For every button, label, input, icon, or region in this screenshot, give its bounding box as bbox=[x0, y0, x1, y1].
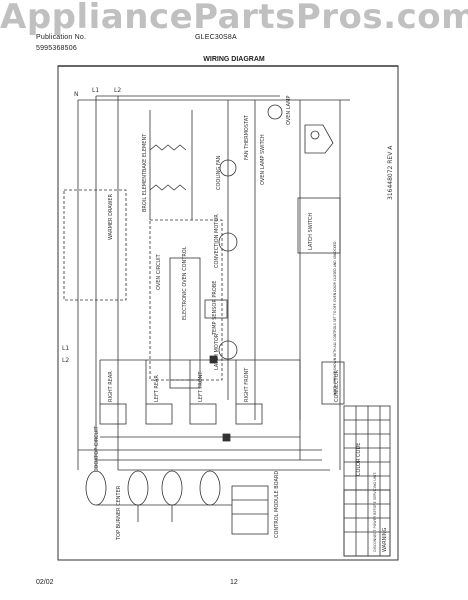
label-oven-circuit: OVEN CIRCUIT bbox=[156, 253, 162, 290]
burner-right-rear bbox=[161, 470, 183, 506]
latch-switch-box bbox=[297, 197, 341, 254]
label-top-burner-center: TOP BURNER CENTER bbox=[116, 485, 122, 541]
terminal-left-l2: L2 bbox=[62, 357, 69, 364]
label-disconnect: DISCONNECT POWER BEFORE SERVICING UNIT. bbox=[373, 472, 377, 552]
label-note: NOTE: CIRCUIT SHOWN WITH ALL CONTROLS SE… bbox=[333, 241, 337, 395]
switch-right-front bbox=[235, 403, 263, 425]
terminal-l1: L1 bbox=[92, 87, 99, 94]
label-connector: CONNECTOR bbox=[334, 369, 340, 402]
terminal-l2: L2 bbox=[114, 87, 121, 94]
terminal-n: N bbox=[74, 91, 79, 98]
switch-left-front bbox=[189, 403, 217, 425]
label-latch-motor: LATCH MOTOR bbox=[214, 333, 220, 370]
label-fan-thermostat: FAN THERMOSTAT bbox=[244, 114, 250, 160]
label-electronic-oven-control: ELECTRONIC OVEN CONTROL bbox=[182, 246, 188, 320]
label-left-front: LEFT FRONT bbox=[198, 371, 204, 402]
label-broil-element: BROIL ELEMENT bbox=[142, 171, 148, 212]
burner-left-rear bbox=[85, 470, 107, 506]
label-temp-sensor: TEMP SENSOR PROBE bbox=[212, 281, 218, 336]
label-warmer-drawer: WARMER DRAWER bbox=[108, 194, 114, 240]
label-bake-element: BAKE ELEMENT bbox=[142, 133, 148, 172]
label-left-rear: LEFT REAR bbox=[154, 375, 160, 402]
bake-element-symbol bbox=[149, 144, 187, 151]
watermark-logo: AppliancePartsPros.com bbox=[0, 0, 468, 37]
switch-right-rear bbox=[99, 403, 127, 425]
label-convection-motor: CONVECTION MOTOR bbox=[214, 214, 220, 268]
label-oven-lamp: OVEN LAMP bbox=[286, 96, 292, 125]
control-module-board bbox=[231, 485, 269, 535]
latch-mechanism-symbol bbox=[304, 124, 334, 154]
junction-bottom bbox=[222, 433, 231, 442]
label-right-rear: RIGHT REAR bbox=[108, 371, 114, 402]
warmer-drawer-box bbox=[63, 189, 127, 301]
label-cooling-fan: COOLING FAN bbox=[216, 155, 222, 190]
header-part-number: 5995368506 bbox=[36, 45, 77, 52]
burner-left-front bbox=[127, 470, 149, 506]
footer-page: 12 bbox=[230, 579, 238, 586]
junction-top bbox=[209, 355, 218, 364]
terminal-left-l1: L1 bbox=[62, 345, 69, 352]
oven-lamp-symbol bbox=[267, 104, 283, 120]
switch-left-rear bbox=[145, 403, 173, 425]
burner-right-front bbox=[199, 470, 221, 506]
header-publication: Publication No. bbox=[36, 34, 87, 41]
connector-block bbox=[321, 361, 345, 405]
page-title: WIRING DIAGRAM bbox=[203, 56, 265, 63]
broil-element-symbol bbox=[149, 184, 187, 191]
label-oven-lamp-switch: OVEN LAMP SWITCH bbox=[260, 134, 266, 185]
electronic-oven-control-block bbox=[169, 257, 201, 389]
side-code: 316448072 REV A bbox=[387, 145, 394, 200]
label-control-module-board: CONTROL MODULE BOARD bbox=[274, 471, 280, 538]
label-latch-switch: LATCH SWITCH bbox=[308, 213, 314, 250]
header-model: GLEC30S8A bbox=[195, 34, 237, 41]
footer-date: 02/02 bbox=[36, 579, 54, 586]
temp-sensor-symbol bbox=[204, 299, 228, 319]
label-color-code: COLOR CODE bbox=[356, 443, 362, 476]
label-cooktop-circuit: COOKTOP CIRCUIT bbox=[94, 425, 100, 472]
warning-box bbox=[343, 489, 391, 557]
label-right-front: RIGHT FRONT bbox=[244, 367, 250, 402]
label-warning: WARNING bbox=[382, 527, 388, 552]
